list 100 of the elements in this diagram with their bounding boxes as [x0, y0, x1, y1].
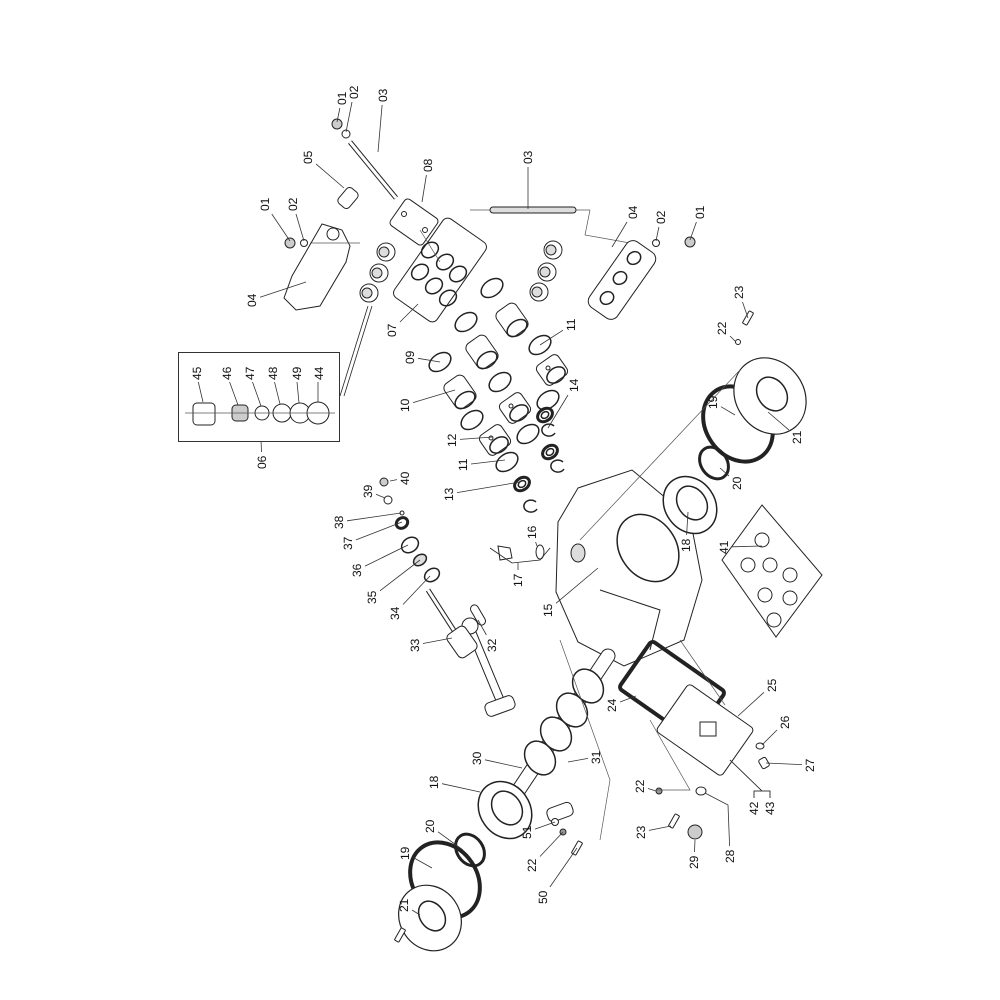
leader-line — [442, 783, 480, 792]
callout-number: 01 — [257, 194, 273, 214]
callout-number: 43 — [762, 798, 778, 818]
callout-number: 22 — [524, 855, 540, 875]
callout-number: 40 — [397, 468, 413, 488]
leader-line — [260, 282, 306, 298]
leader-line — [456, 482, 520, 493]
callout-number: 07 — [384, 320, 400, 340]
leader-line — [612, 222, 628, 248]
leader-line — [534, 822, 556, 830]
leader-line — [550, 848, 578, 888]
leader-line — [316, 164, 344, 188]
leader-line — [478, 620, 487, 636]
callout-number: 28 — [722, 846, 738, 866]
leader-line — [274, 382, 280, 404]
leader-line — [336, 108, 340, 122]
callout-number: 20 — [422, 816, 438, 836]
callout-number: 36 — [349, 560, 365, 580]
leader-line — [548, 394, 568, 428]
callout-number: 12 — [444, 430, 460, 450]
leader-line — [356, 522, 402, 540]
callout-number: 48 — [265, 363, 281, 383]
callout-number: 23 — [731, 282, 747, 302]
callout-number: 29 — [686, 852, 702, 872]
callout-number: 27 — [802, 755, 818, 775]
callout-number: 04 — [244, 290, 260, 310]
leader-line — [766, 762, 802, 765]
leader-line — [412, 390, 456, 403]
leader-line — [720, 406, 736, 416]
callout-number: 46 — [219, 363, 235, 383]
callout-number: 11 — [455, 455, 471, 475]
callout-number: 38 — [331, 512, 347, 532]
leader-line — [412, 910, 420, 916]
leader-line — [198, 382, 204, 402]
leader-line — [540, 330, 564, 346]
leader-line — [470, 460, 506, 464]
leader-line — [296, 382, 300, 404]
callout-number: 42 — [746, 798, 762, 818]
leader-line — [271, 214, 290, 242]
leader-line — [762, 730, 778, 746]
leader-line — [535, 542, 538, 546]
callout-number: 50 — [535, 887, 551, 907]
callout-number: 02 — [285, 194, 301, 214]
leader-line — [694, 840, 696, 852]
callout-number: 18 — [678, 535, 694, 555]
callout-number: 18 — [426, 772, 442, 792]
callout-number: 10 — [397, 395, 413, 415]
callout-number: 44 — [311, 363, 327, 383]
callout-number: 34 — [387, 603, 403, 623]
leader-line — [732, 546, 762, 548]
leader-line — [346, 512, 402, 522]
leader-line — [346, 102, 352, 132]
callout-number: 20 — [729, 473, 745, 493]
leader-line — [620, 696, 636, 702]
callout-number: 51 — [519, 822, 535, 842]
leader-line — [742, 302, 748, 318]
leader-line — [460, 436, 494, 440]
leader-line — [422, 174, 427, 202]
leader-line — [484, 759, 522, 768]
callout-number: 09 — [402, 347, 418, 367]
leader-line — [540, 832, 564, 857]
callout-number: 21 — [396, 895, 412, 915]
leader-line — [364, 544, 408, 566]
callout-number: 13 — [441, 484, 457, 504]
callout-number: 19 — [397, 843, 413, 863]
callout-number: 31 — [588, 747, 604, 767]
callout-number: 06 — [254, 452, 270, 472]
callout-number: 37 — [340, 533, 356, 553]
callout-number: 33 — [407, 635, 423, 655]
leader-line — [380, 560, 420, 592]
callout-number: 02 — [653, 207, 669, 227]
leader-line — [422, 638, 452, 644]
callout-number: 22 — [714, 318, 730, 338]
leader-line — [376, 494, 386, 498]
leader-line — [438, 831, 464, 850]
callout-number: 47 — [242, 363, 258, 383]
leader-line — [378, 104, 382, 152]
callout-number: 03 — [375, 85, 391, 105]
callout-number: 32 — [484, 635, 500, 655]
leader-line — [402, 576, 430, 605]
callout-number: 45 — [189, 363, 205, 383]
leader-line — [648, 788, 656, 792]
leader-line — [704, 792, 730, 846]
callout-number: 19 — [705, 392, 721, 412]
leader-line — [754, 790, 770, 798]
leader-line — [738, 692, 764, 716]
leader-line — [720, 468, 730, 476]
leader-line — [260, 442, 262, 452]
leader-line — [730, 336, 736, 342]
callout-number: 16 — [524, 522, 540, 542]
leader-line — [556, 568, 598, 604]
callout-number: 04 — [625, 202, 641, 222]
leader-line — [412, 857, 432, 868]
inset-box — [178, 352, 340, 442]
callout-number: 24 — [604, 695, 620, 715]
callout-number: 30 — [469, 748, 485, 768]
leader-line — [768, 412, 790, 430]
callout-number: 22 — [632, 776, 648, 796]
callout-number: 35 — [364, 587, 380, 607]
callout-number: 01 — [692, 202, 708, 222]
